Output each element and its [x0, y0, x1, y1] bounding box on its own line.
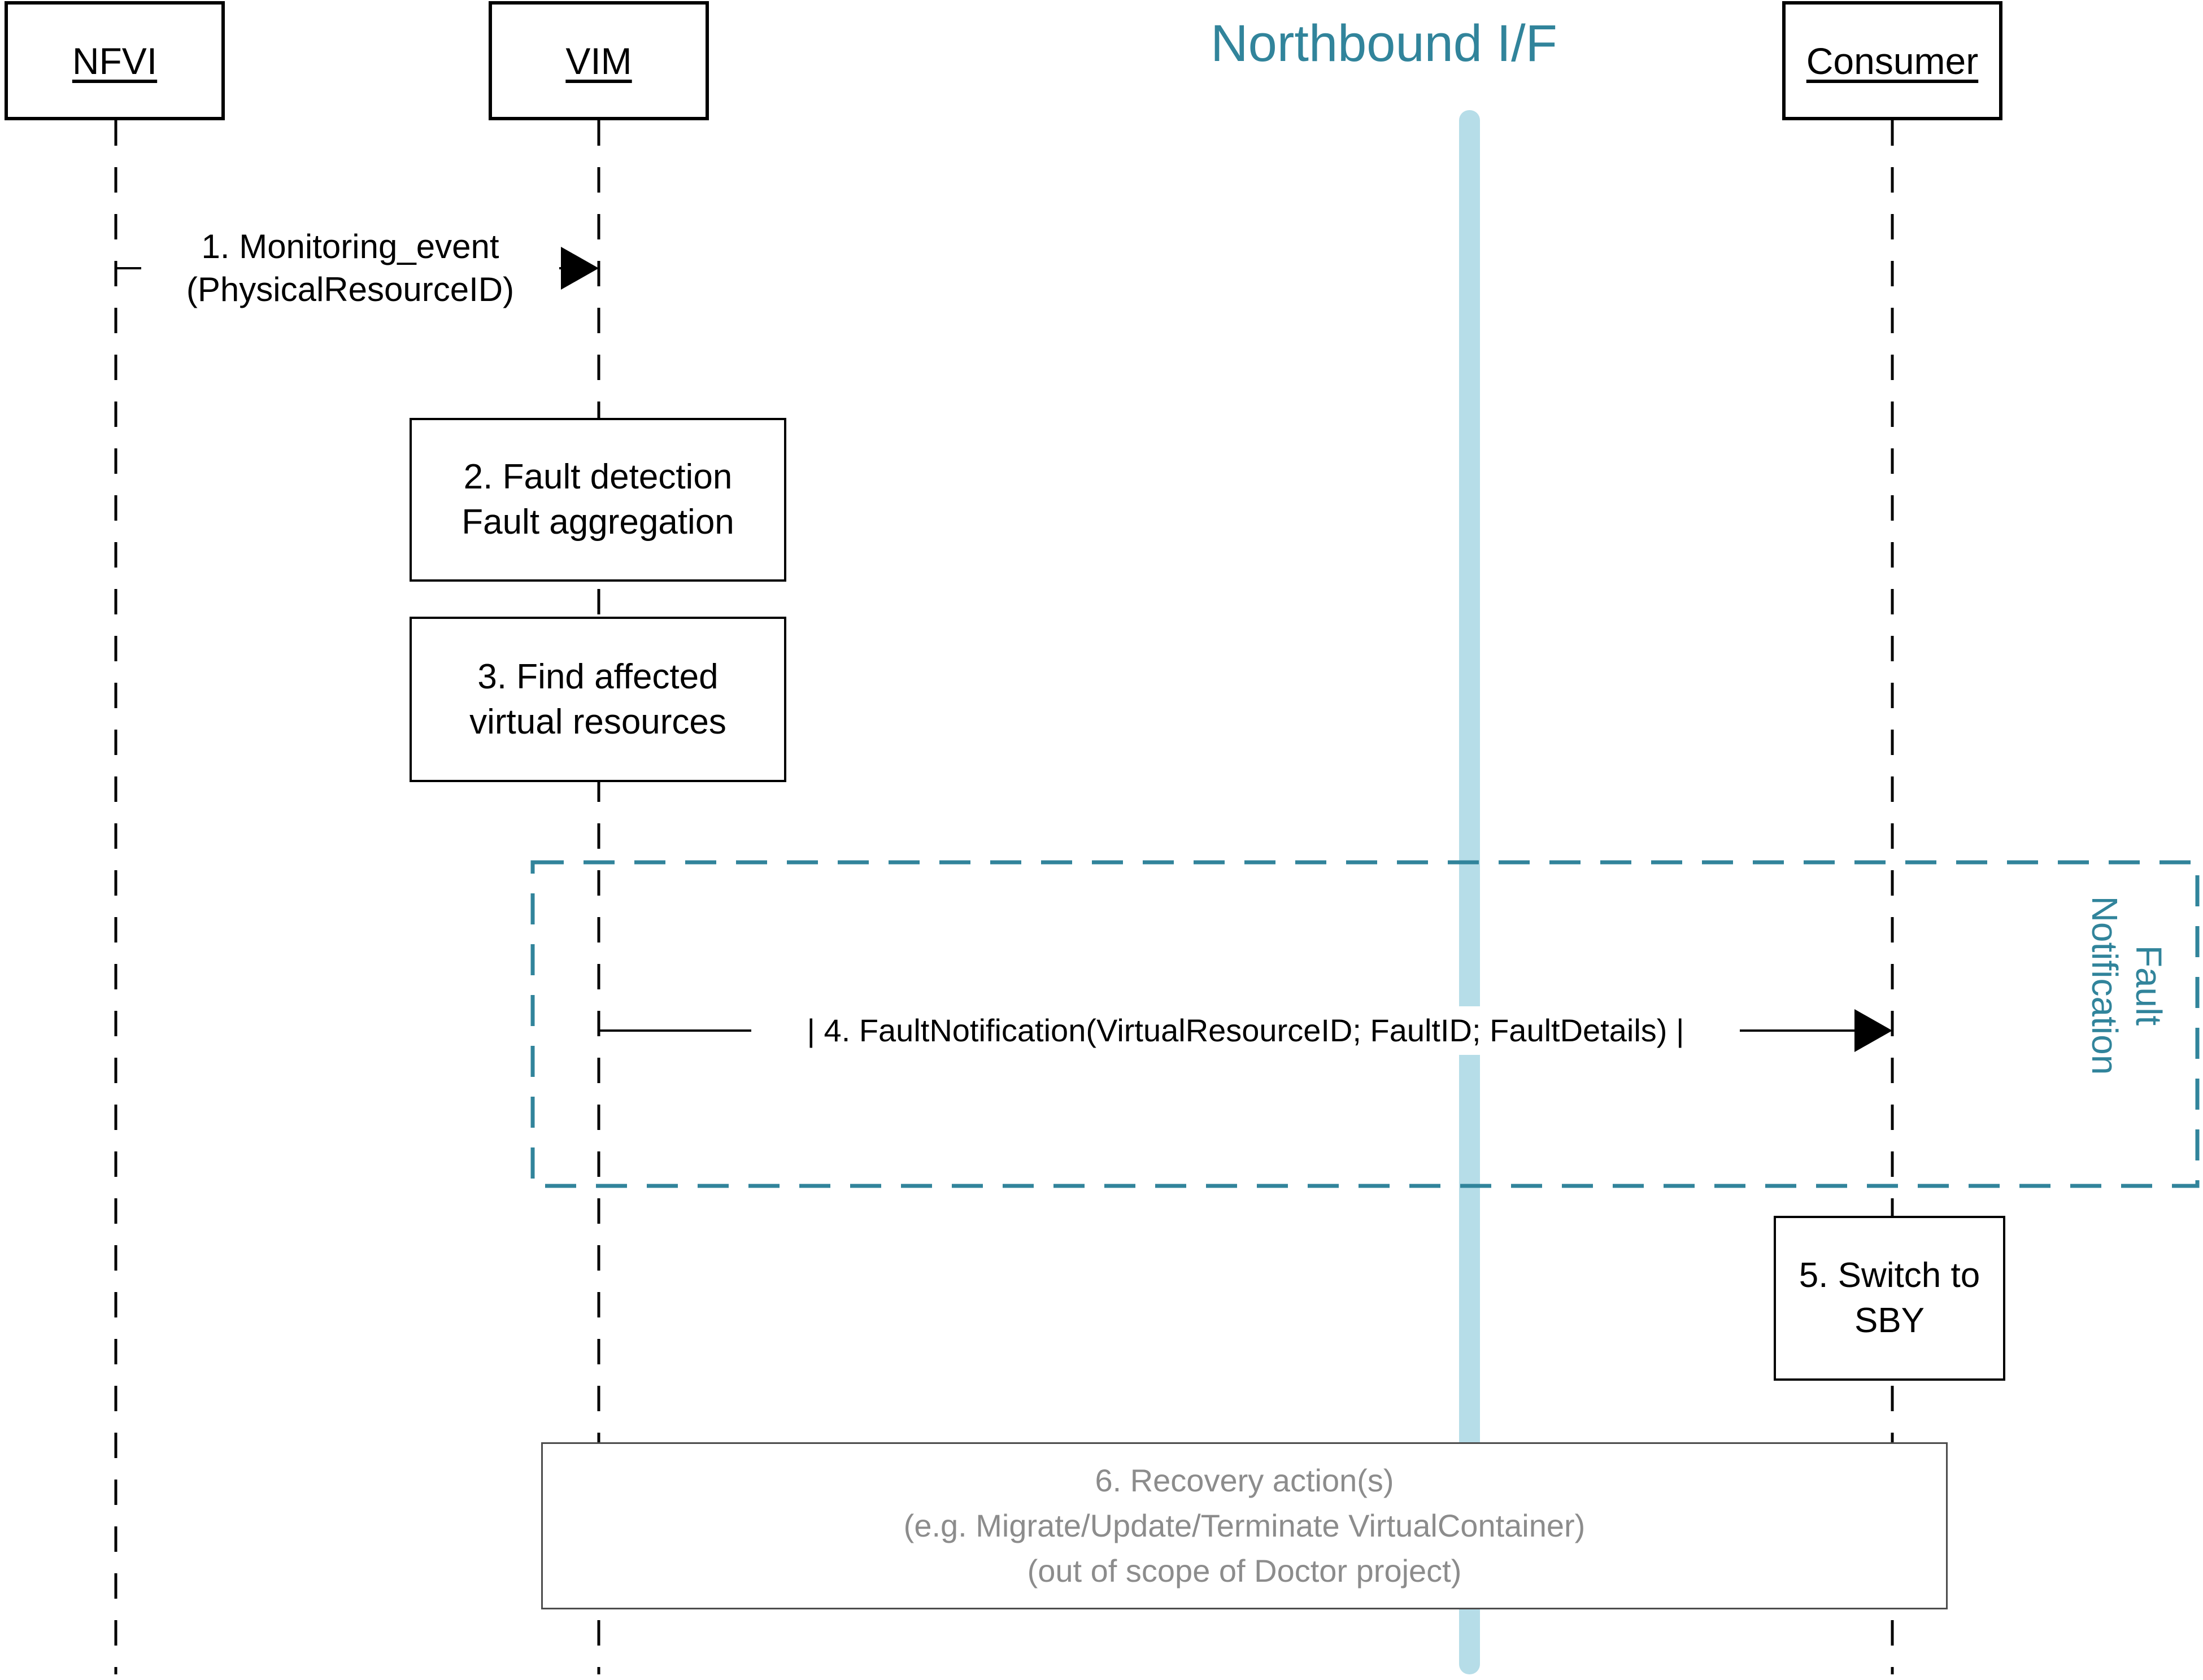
step-box-recovery-actions: 6. Recovery action(s) (e.g. Migrate/Upda… — [541, 1442, 1948, 1609]
step2-line2: Fault aggregation — [462, 503, 734, 542]
actor-label-consumer: Consumer — [1806, 40, 1979, 82]
step5-line2: SBY — [1854, 1301, 1925, 1340]
step6-line1: 6. Recovery action(s) — [1095, 1463, 1394, 1498]
step-box-fault-detection: 2. Fault detection Fault aggregation — [410, 418, 786, 582]
message-1-arrowhead-icon — [561, 247, 599, 290]
message-4-label: | 4. FaultNotification(VirtualResourceID… — [751, 1006, 1740, 1055]
step-box-find-affected: 3. Find affected virtual resources — [410, 617, 786, 782]
group-label-line2: Notification — [2084, 896, 2125, 1075]
step2-line1: 2. Fault detection — [463, 457, 733, 496]
northbound-bar — [1459, 110, 1480, 1674]
step-box-switch-to-sby: 5. Switch to SBY — [1774, 1216, 2005, 1381]
step6-line2: (e.g. Migrate/Update/Terminate VirtualCo… — [903, 1508, 1586, 1543]
actor-box-vim: VIM — [489, 1, 709, 120]
group-label-line1: Fault — [2128, 945, 2169, 1026]
message-1-label: 1. Monitoring_event (PhysicalResourceID) — [141, 225, 559, 311]
actor-box-consumer: Consumer — [1782, 1, 2002, 120]
fault-notification-group-frame — [530, 860, 2200, 1188]
step6-line3: (out of scope of Doctor project) — [1027, 1553, 1462, 1589]
message-4-arrowhead-icon — [1854, 1009, 1892, 1052]
actor-box-nfvi: NFVI — [5, 1, 225, 120]
step3-line2: virtual resources — [469, 702, 726, 741]
fault-notification-group-label: Fault Notification — [2079, 864, 2175, 1107]
step5-line1: 5. Switch to — [1799, 1256, 1980, 1295]
actor-label-vim: VIM — [565, 40, 632, 82]
northbound-title: Northbound I/F — [1211, 15, 1557, 72]
message-1-label-line2: (PhysicalResourceID) — [186, 270, 515, 308]
actor-label-nfvi: NFVI — [72, 40, 158, 82]
message-1-label-line1: 1. Monitoring_event — [201, 228, 499, 265]
step3-line1: 3. Find affected — [477, 657, 719, 696]
